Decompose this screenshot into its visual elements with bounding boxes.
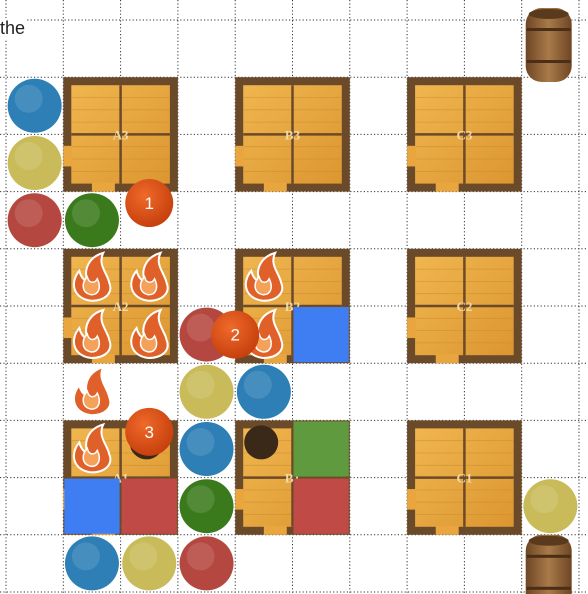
barrel-body [526, 8, 572, 82]
disc-shine [129, 542, 157, 570]
disc-shine [187, 371, 215, 399]
door [407, 317, 416, 338]
door [264, 183, 287, 192]
disc-shine [187, 428, 215, 456]
green-disc-token[interactable] [65, 193, 119, 247]
cube-token[interactable] [294, 307, 349, 362]
disc-shine [187, 485, 215, 513]
barrel-hoop [527, 587, 571, 590]
cube-token[interactable] [294, 479, 349, 534]
blue-disc-token[interactable] [180, 422, 234, 476]
disc-shine [244, 371, 272, 399]
door [63, 317, 72, 338]
red-disc-token[interactable] [180, 536, 234, 590]
room-b3[interactable]: B3 [235, 77, 350, 191]
door [63, 146, 72, 167]
door [436, 183, 459, 192]
room-label: B3 [285, 127, 301, 142]
disc-shine [72, 542, 100, 570]
room-label: C3 [456, 127, 472, 142]
door [407, 146, 416, 167]
disc-shine [15, 199, 43, 227]
barrel-icon[interactable] [526, 535, 572, 594]
room-a3[interactable]: A3 [63, 77, 178, 191]
room-c1[interactable]: C1 [407, 420, 522, 534]
barrel-hoop [527, 555, 571, 558]
green-disc-token[interactable] [180, 479, 234, 533]
action-marker-2[interactable]: 2 [211, 311, 259, 359]
room-label: A3 [113, 127, 129, 142]
door [436, 526, 459, 535]
caption-text: the [0, 18, 27, 39]
door [235, 146, 244, 167]
blue-disc-token[interactable] [8, 79, 62, 133]
fire-icon[interactable] [74, 367, 110, 415]
room-c3[interactable]: C3 [407, 77, 522, 191]
yellow-disc-token[interactable] [8, 136, 62, 190]
cube-token[interactable] [64, 479, 119, 534]
blue-disc-token[interactable] [65, 536, 119, 590]
door [407, 489, 416, 510]
room-label: C2 [456, 299, 472, 314]
barrel-top [529, 536, 569, 546]
marker-label: 3 [145, 423, 154, 442]
barrel-hoop [527, 60, 571, 63]
cube-token[interactable] [122, 479, 177, 534]
barrel-top [529, 9, 569, 19]
disc-shine [187, 314, 215, 342]
door [264, 526, 287, 535]
smoke-token[interactable] [244, 425, 278, 459]
blue-disc-token[interactable] [237, 365, 291, 419]
cube-token[interactable] [294, 421, 349, 476]
marker-label: 1 [145, 194, 154, 213]
room-label: A2 [113, 299, 129, 314]
red-disc-token[interactable] [8, 193, 62, 247]
door [436, 354, 459, 363]
marker-label: 2 [230, 326, 239, 345]
yellow-disc-token[interactable] [122, 536, 176, 590]
disc-shine [72, 199, 100, 227]
room-label: C1 [456, 471, 472, 486]
disc-shine [187, 542, 215, 570]
barrel-icon[interactable] [526, 8, 572, 82]
action-marker-3[interactable]: 3 [125, 408, 173, 456]
yellow-disc-token[interactable] [180, 365, 234, 419]
room-c2[interactable]: C2 [407, 249, 522, 363]
door [92, 183, 115, 192]
door [235, 489, 244, 510]
disc-shine [530, 485, 558, 513]
disc-shine [15, 142, 43, 170]
barrel-hoop [527, 28, 571, 31]
yellow-disc-token[interactable] [523, 479, 577, 533]
action-marker-1[interactable]: 1 [125, 179, 173, 227]
disc-shine [15, 85, 43, 113]
